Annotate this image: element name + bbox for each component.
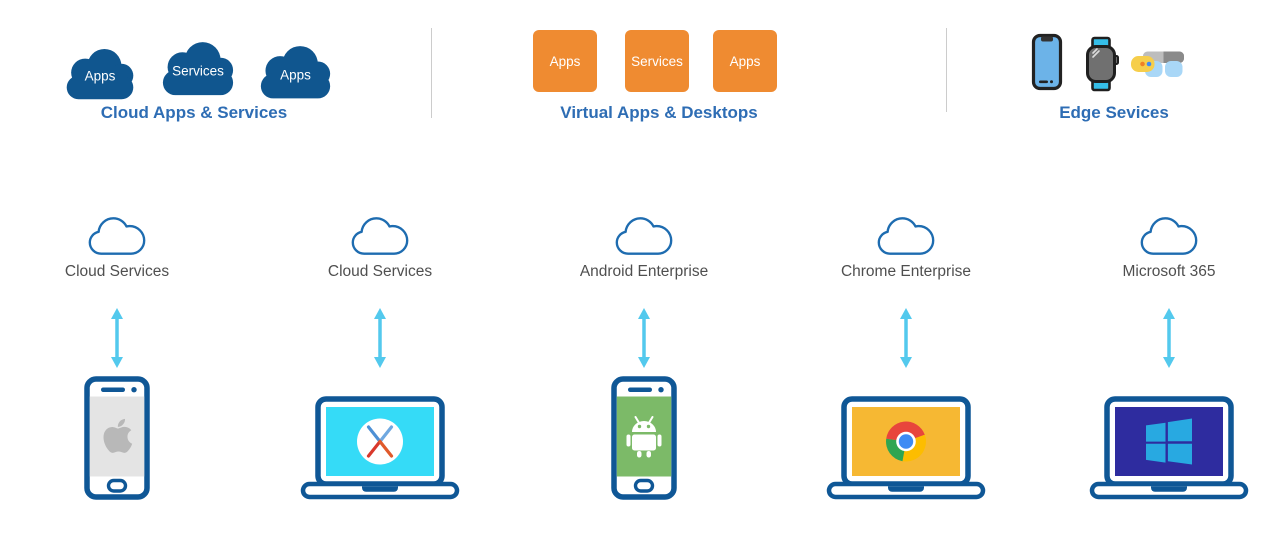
cloud-badge-label: Apps	[280, 67, 311, 83]
double-arrow-icon	[1160, 307, 1178, 369]
services-box: Services	[625, 30, 689, 92]
mac-laptop-icon	[300, 396, 460, 500]
windows-laptop-icon	[1089, 396, 1249, 500]
android-phone-icon	[611, 376, 677, 500]
double-arrow-icon	[635, 307, 653, 369]
endpoint-column-android-enterprise: Android Enterprise	[534, 200, 754, 500]
divider	[946, 28, 947, 112]
cloud-badge-apps-icon: Apps	[257, 43, 334, 102]
app-box-label: Services	[631, 53, 683, 69]
chrome-laptop-icon	[826, 396, 986, 500]
cloud-icon	[351, 215, 409, 257]
section-label-virtual-apps-desktops: Virtual Apps & Desktops	[560, 103, 758, 122]
cloud-badge-label: Services	[172, 63, 224, 79]
app-box-label: Apps	[729, 53, 761, 69]
apple-phone-icon	[84, 376, 150, 500]
smartphone-icon	[1031, 33, 1063, 91]
endpoint-column-cloud-services-mac: Cloud Services	[270, 200, 490, 500]
endpoint-column-cloud-services-ios: Cloud Services	[7, 200, 227, 500]
section-label-edge-sevices: Edge Sevices	[1059, 103, 1169, 122]
app-box: Apps	[533, 30, 597, 92]
smart-glasses-icon	[1130, 45, 1186, 87]
cloud-icon	[1140, 215, 1198, 257]
divider	[431, 28, 432, 118]
endpoint-column-chrome-enterprise: Chrome Enterprise	[796, 200, 1016, 500]
app-box-label: Apps	[549, 53, 581, 69]
smartwatch-icon	[1083, 36, 1119, 92]
double-arrow-icon	[108, 307, 126, 369]
column-label: Chrome Enterprise	[840, 263, 972, 280]
cloud-badge-apps-icon: Apps	[63, 46, 137, 102]
column-label: Microsoft 365	[1122, 263, 1216, 280]
cloud-badge-label: Apps	[84, 68, 116, 84]
cloud-icon	[615, 215, 673, 257]
app-box: Apps	[713, 30, 777, 92]
column-label: Cloud Services	[64, 263, 170, 280]
column-label: Android Enterprise	[579, 263, 709, 280]
column-label: Cloud Services	[327, 263, 433, 280]
section-label-cloud-apps-services: Cloud Apps & Services	[100, 103, 288, 122]
double-arrow-icon	[371, 307, 389, 369]
cloud-icon	[88, 215, 146, 257]
double-arrow-icon	[897, 307, 915, 369]
endpoint-column-microsoft-365: Microsoft 365	[1059, 200, 1279, 500]
cloud-badge-services-icon: Services	[159, 39, 237, 98]
cloud-icon	[877, 215, 935, 257]
